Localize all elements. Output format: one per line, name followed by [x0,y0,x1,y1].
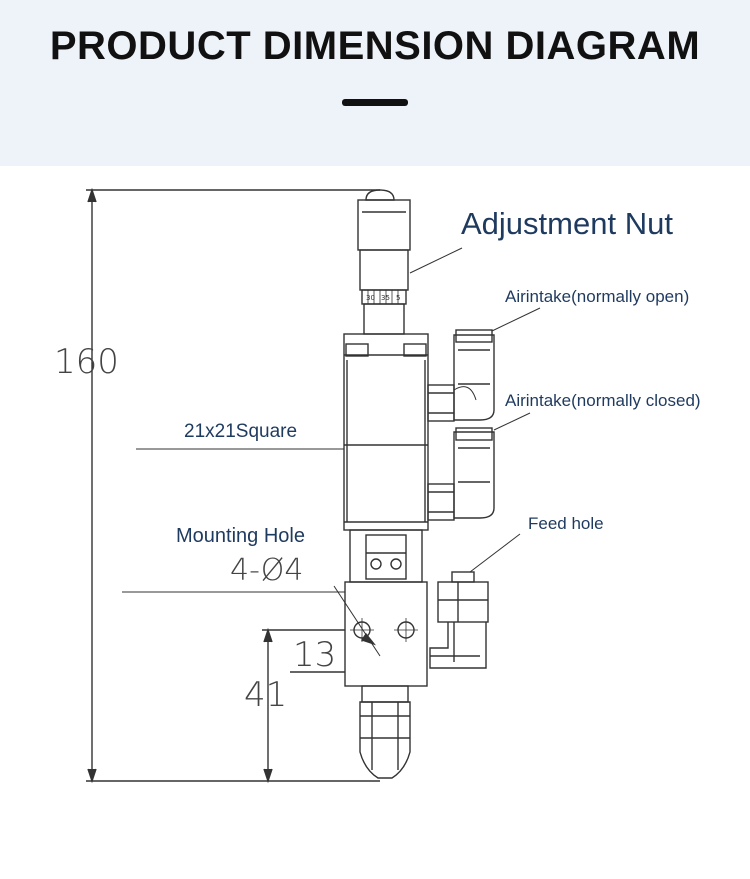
header-banner: PRODUCT DIMENSION DIAGRAM [0,0,750,166]
hole-spacing-value: 13 [293,635,336,675]
feed-hole-leader [469,533,521,573]
lower-height-value: 41 [244,675,287,715]
feed-hole-label: Feed hole [528,514,604,533]
scale-mark-c: 5 [396,294,400,302]
airintake-open-fitting [427,329,495,422]
title-underline [342,99,408,106]
page-title: PRODUCT DIMENSION DIAGRAM [49,24,701,68]
mounting-block-part [122,581,428,687]
adjustment-nut-label: Adjustment Nut [461,206,673,241]
height-41-dimension [262,627,345,784]
airintake-open-label: Airintake(normally open) [505,287,689,306]
airintake-closed-fitting [427,427,495,521]
airintake-open-leader [491,307,541,332]
main-body-part [136,333,429,531]
adjustment-nut-part [357,189,411,335]
connector-part [349,529,423,583]
height-160-dimension [86,187,380,784]
mounting-spec-label: 4-Ø4 [230,553,303,588]
airintake-closed-leader [493,412,531,431]
scale-mark-a: 30 [366,294,375,302]
airintake-closed-label: Airintake(normally closed) [505,391,701,410]
scale-mark-b: 35 [381,294,390,302]
total-height-value: 160 [54,342,119,382]
nozzle-part [359,685,411,779]
square-label: 21x21Square [184,421,297,442]
adjustment-nut-leader [409,247,463,274]
mounting-hole-label: Mounting Hole [176,525,305,547]
feed-hole-fitting [429,571,489,669]
